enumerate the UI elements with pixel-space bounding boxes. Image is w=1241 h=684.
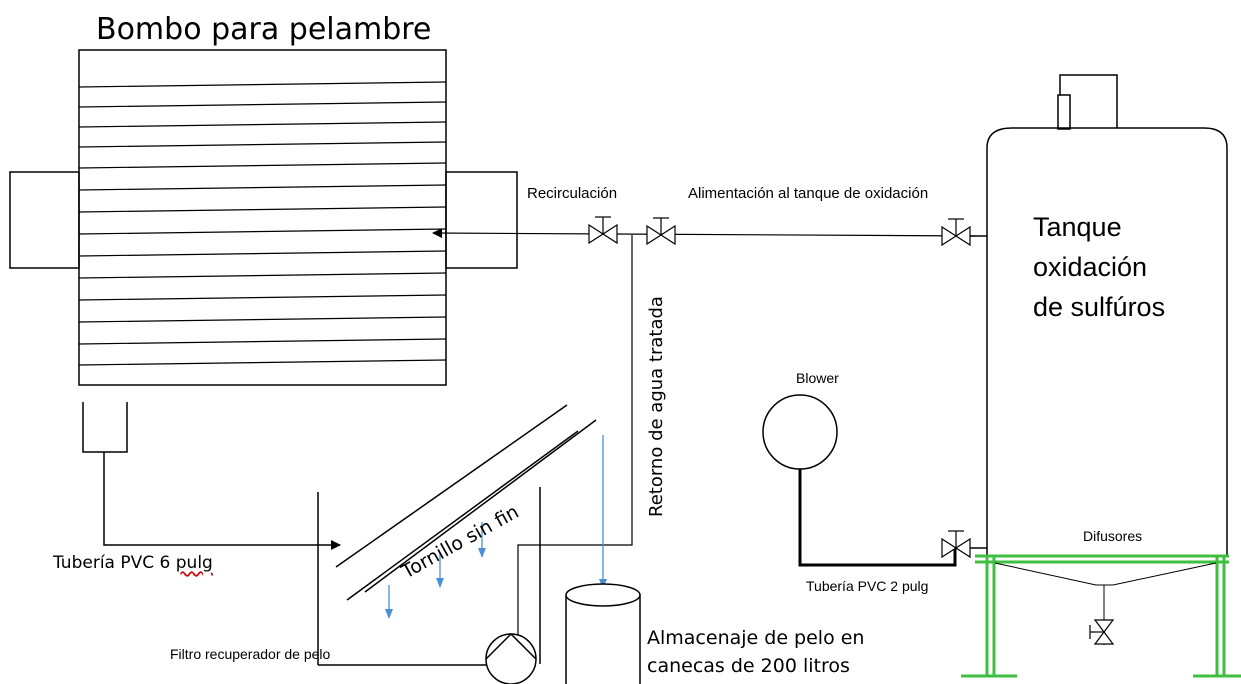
drum-right-hub (445, 171, 518, 269)
recirculation-label: Recirculación (527, 185, 618, 202)
hair-storage-label-line2: canecas de 200 litros (647, 655, 850, 677)
treated-water-return-label: Retorno de agua tratada (646, 296, 667, 517)
blower-label: Blower (796, 370, 839, 386)
recirculation-line (432, 228, 976, 239)
tank-cone (994, 562, 1217, 645)
drum-left-hub (9, 171, 80, 269)
valve-icon[interactable] (1089, 619, 1115, 645)
screw-conveyor (317, 404, 597, 666)
pump-icon[interactable] (485, 632, 537, 684)
valve-icon[interactable] (588, 216, 618, 245)
hair-storage-drum (565, 583, 641, 684)
tank-label: Tanque oxidación de sulfúros (1033, 207, 1165, 327)
diffusers-label: Difusores (1083, 528, 1143, 544)
drum-body (78, 49, 447, 386)
blower-icon[interactable] (762, 394, 838, 470)
pipe-6in (103, 452, 341, 550)
tank-stand (961, 554, 1241, 678)
pipe-6in-label: Tubería PVC 6 pulg (53, 553, 213, 573)
drum-discharge-chute (82, 402, 128, 453)
tank-label-line3: de sulfúros (1033, 292, 1166, 322)
tank-label-line1: Tanque (1033, 212, 1122, 242)
falling-water-arrows (385, 435, 607, 619)
pipe-2in-label: Tubería PVC 2 pulg (806, 578, 929, 594)
feed-to-tank-label: Alimentación al tanque de oxidación (688, 185, 929, 202)
drum-title: Bombo para pelambre (96, 12, 432, 47)
hair-filter-label: Filtro recuperador de pelo (170, 646, 331, 662)
valve-icon[interactable] (941, 218, 971, 247)
hair-storage-label: Almacenaje de pelo en canecas de 200 lit… (647, 624, 864, 680)
valve-icon[interactable] (941, 530, 971, 559)
hair-storage-label-line1: Almacenaje de pelo en (647, 627, 865, 649)
tank-label-line2: oxidación (1033, 252, 1148, 282)
valve-icon[interactable] (646, 217, 676, 246)
treated-water-return-pipe (517, 235, 633, 648)
drum-slats (78, 81, 447, 366)
drum (9, 49, 518, 453)
pipe-6in-label-unit: pulg (175, 553, 213, 573)
pipe-2in (798, 469, 957, 567)
pipe-6in-label-text: Tubería PVC 6 (53, 553, 176, 573)
oxidation-tank (970, 74, 1228, 556)
